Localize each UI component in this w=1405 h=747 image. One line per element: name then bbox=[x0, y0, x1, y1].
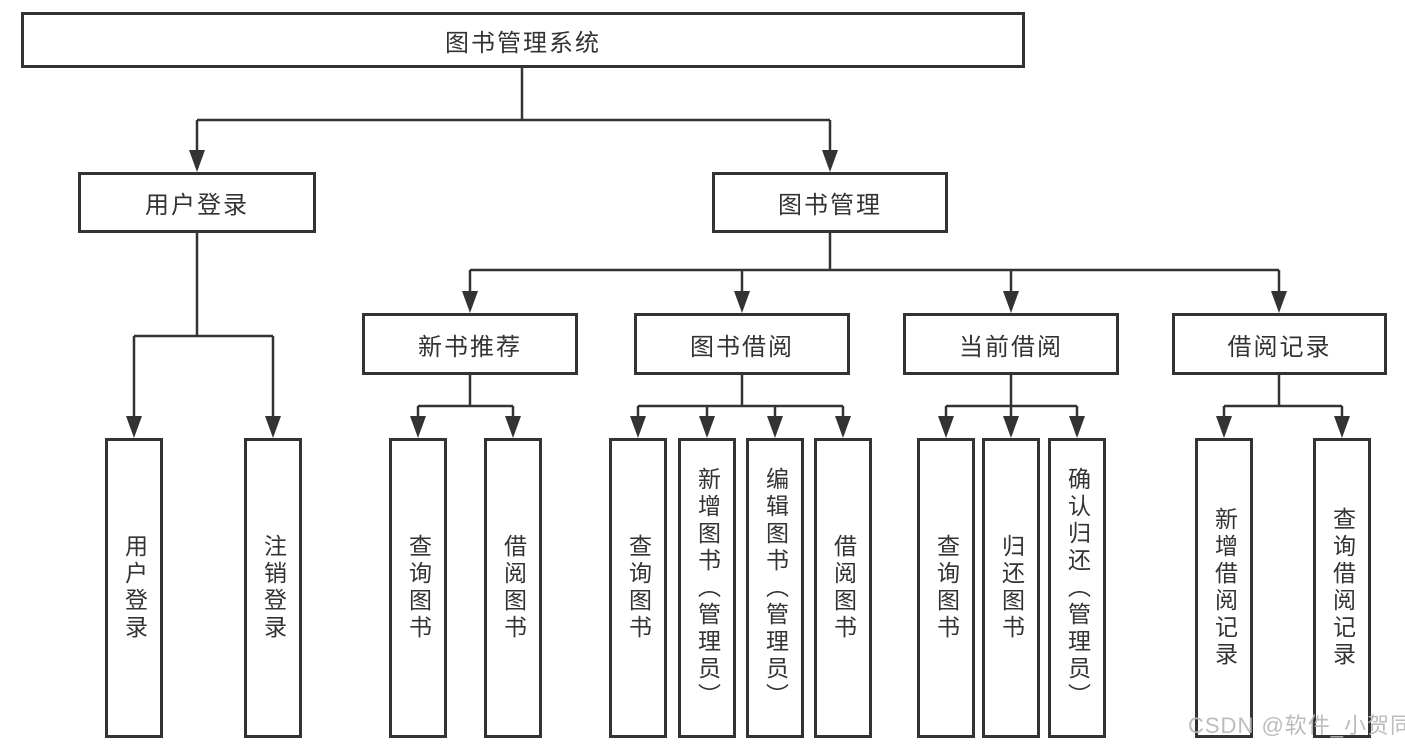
arrowhead-icon bbox=[1271, 291, 1287, 313]
node-current-borrowing: 当前借阅 bbox=[903, 313, 1119, 375]
leaf-query-books-current: 查询图书 bbox=[917, 438, 975, 738]
leaf-user-login: 用户登录 bbox=[105, 438, 163, 738]
leaf-confirm-return-admin: 确认归还（管理员） bbox=[1048, 438, 1106, 738]
leaf-return-book: 归还图书 bbox=[982, 438, 1040, 738]
connector-root-to-level2 bbox=[195, 68, 832, 154]
node-book-management: 图书管理 bbox=[712, 172, 948, 233]
arrowhead-icon bbox=[767, 416, 783, 438]
leaf-query-books-recommend: 查询图书 bbox=[389, 438, 447, 738]
arrowhead-icon bbox=[462, 291, 478, 313]
arrowhead-icon bbox=[410, 416, 426, 438]
node-new-book-recommendation: 新书推荐 bbox=[362, 313, 578, 375]
arrowhead-icon bbox=[1003, 291, 1019, 313]
leaf-logout: 注销登录 bbox=[244, 438, 302, 738]
arrowhead-icon bbox=[938, 416, 954, 438]
leaf-add-book-admin: 新增图书（管理员） bbox=[678, 438, 736, 738]
node-user-login: 用户登录 bbox=[78, 172, 316, 233]
arrowhead-icon bbox=[265, 416, 281, 438]
arrowhead-icon bbox=[1216, 416, 1232, 438]
node-root-library-system: 图书管理系统 bbox=[21, 12, 1025, 68]
arrowhead-icon bbox=[505, 416, 521, 438]
leaf-borrow-books-borrowing: 借阅图书 bbox=[814, 438, 872, 738]
node-book-borrowing: 图书借阅 bbox=[634, 313, 850, 375]
arrowheads-leaves bbox=[126, 416, 1350, 438]
leaf-borrow-books-recommend: 借阅图书 bbox=[484, 438, 542, 738]
csdn-watermark: CSDN @软件_小贺同学 bbox=[1188, 713, 1405, 738]
arrowhead-icon bbox=[1003, 416, 1019, 438]
leaf-query-borrow-record: 查询借阅记录 bbox=[1313, 438, 1371, 738]
arrowheads-level2 bbox=[189, 150, 838, 172]
arrowhead-icon bbox=[630, 416, 646, 438]
leaf-query-books-borrowing: 查询图书 bbox=[609, 438, 667, 738]
arrowhead-icon bbox=[126, 416, 142, 438]
arrowheads-level3 bbox=[462, 291, 1287, 313]
leaf-edit-book-admin: 编辑图书（管理员） bbox=[746, 438, 804, 738]
arrowhead-icon bbox=[1334, 416, 1350, 438]
arrowhead-icon bbox=[189, 150, 205, 172]
arrowhead-icon bbox=[835, 416, 851, 438]
arrowhead-icon bbox=[822, 150, 838, 172]
connector-book-mgmt-to-level3 bbox=[468, 233, 1281, 295]
connector-current-borrow-to-leaves bbox=[944, 375, 1079, 420]
connector-new-book-rec-to-leaves bbox=[416, 375, 515, 420]
connector-borrow-records-to-leaves bbox=[1222, 375, 1344, 420]
leaf-add-borrow-record: 新增借阅记录 bbox=[1195, 438, 1253, 738]
node-borrowing-records: 借阅记录 bbox=[1172, 313, 1387, 375]
arrowhead-icon bbox=[734, 291, 750, 313]
arrowhead-icon bbox=[1069, 416, 1085, 438]
connector-book-borrow-to-leaves bbox=[636, 375, 845, 420]
arrowhead-icon bbox=[699, 416, 715, 438]
connector-user-login-to-leaves bbox=[132, 233, 275, 420]
